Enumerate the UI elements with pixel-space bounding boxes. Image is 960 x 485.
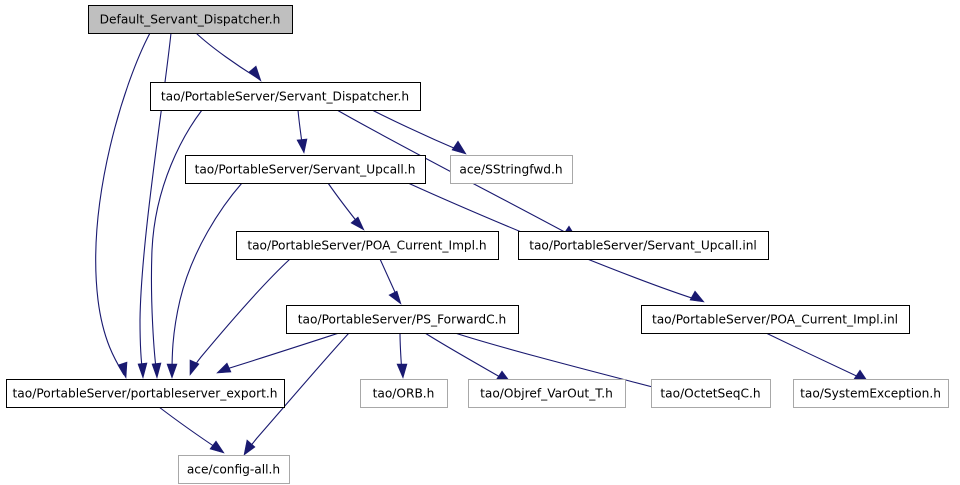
arrowhead-icon <box>396 363 408 379</box>
node-label: tao/ORB.h <box>373 387 435 401</box>
arrowhead-icon <box>388 290 402 305</box>
arrowhead-icon <box>209 440 225 454</box>
edge-line <box>765 332 866 381</box>
node-ps_forwardc_h[interactable]: tao/PortableServer/PS_ForwardC.h <box>286 305 519 334</box>
node-label: Default_Servant_Dispatcher.h <box>100 13 281 27</box>
arrowhead-icon <box>189 359 200 376</box>
edge-line <box>219 332 340 372</box>
edge-portableserver_export_h-to-config_all_h <box>158 406 225 454</box>
arrowhead-icon <box>166 363 178 379</box>
node-box[interactable] <box>178 455 290 484</box>
node-label: tao/PortableServer/PS_ForwardC.h <box>298 313 506 327</box>
edge-servant_dispatcher_h-to-sstringfwd_h <box>371 109 467 155</box>
edge-poa_current_impl_inl-to-systemexception_h <box>765 332 869 383</box>
edge-servant_upcall_h-to-portableserver_export_h <box>166 182 243 379</box>
arrowhead-icon <box>117 361 128 379</box>
node-servant_dispatcher_h[interactable]: tao/PortableServer/Servant_Dispatcher.h <box>150 82 421 111</box>
arrowhead-icon <box>689 290 705 303</box>
node-label: tao/Objref_VarOut_T.h <box>480 387 613 401</box>
arrowhead-icon <box>243 439 256 456</box>
edge-line <box>95 32 151 376</box>
node-box[interactable] <box>6 379 285 408</box>
node-box[interactable] <box>468 379 626 408</box>
node-poa_current_impl_h[interactable]: tao/PortableServer/POA_Current_Impl.h <box>236 231 499 260</box>
node-label: tao/OctetSeqC.h <box>660 387 760 401</box>
edge-ps_forwardc_h-to-config_all_h <box>243 332 350 456</box>
node-label: tao/PortableServer/Servant_Dispatcher.h <box>161 90 409 104</box>
edge-line <box>158 406 222 452</box>
node-label: ace/config-all.h <box>187 463 280 477</box>
edge-line <box>454 332 665 391</box>
node-sstringfwd_h[interactable]: ace/SStringfwd.h <box>450 155 573 184</box>
edge-default_servant_dispatcher_h-to-servant_dispatcher_h <box>195 32 262 82</box>
node-box[interactable] <box>286 305 519 334</box>
arrowhead-icon <box>350 216 365 231</box>
arrowhead-icon <box>151 362 162 380</box>
node-box[interactable] <box>518 231 769 260</box>
node-octetseqc_h[interactable]: tao/OctetSeqC.h <box>651 379 771 408</box>
node-layer: Default_Servant_Dispatcher.h tao/Portable… <box>6 5 949 484</box>
node-box[interactable] <box>651 379 771 408</box>
edge-default_servant_dispatcher_h-to-portableserver_export_h <box>95 32 151 379</box>
node-box[interactable] <box>641 305 910 334</box>
node-box[interactable] <box>185 155 426 184</box>
node-label: ace/SStringfwd.h <box>459 163 562 177</box>
arrowhead-icon <box>451 140 467 155</box>
edge-ps_forwardc_h-to-objref_varout_t_h <box>424 332 512 384</box>
node-portableserver_export_h[interactable]: tao/PortableServer/portableserver_export… <box>6 379 285 408</box>
edge-layer <box>95 32 869 456</box>
node-orb_h[interactable]: tao/ORB.h <box>360 379 448 408</box>
node-box[interactable] <box>150 82 421 111</box>
node-label: tao/SystemException.h <box>800 387 941 401</box>
node-servant_upcall_h[interactable]: tao/PortableServer/Servant_Upcall.h <box>185 155 426 184</box>
edge-poa_current_impl_h-to-ps_forwardc_h <box>379 258 402 305</box>
node-config_all_h[interactable]: ace/config-all.h <box>178 455 290 484</box>
node-box[interactable] <box>450 155 573 184</box>
node-label: tao/PortableServer/portableserver_export… <box>13 387 278 401</box>
edge-line <box>190 258 291 373</box>
edge-poa_current_impl_h-to-portableserver_export_h <box>189 258 291 376</box>
edge-servant_dispatcher_h-to-portableserver_export_h <box>150 109 203 380</box>
edge-ps_forwardc_h-to-portableserver_export_h <box>216 332 340 374</box>
arrowhead-icon <box>248 65 262 82</box>
edge-ps_forwardc_h-to-orb_h <box>396 332 408 379</box>
node-box[interactable] <box>793 379 949 408</box>
arrowhead-icon <box>137 362 148 380</box>
node-label: tao/PortableServer/POA_Current_Impl.h <box>247 239 486 253</box>
node-objref_varout_t_h[interactable]: tao/Objref_VarOut_T.h <box>468 379 626 408</box>
node-label: tao/PortableServer/POA_Current_Impl.inl <box>652 313 898 327</box>
node-default_servant_dispatcher_h[interactable]: Default_Servant_Dispatcher.h <box>88 5 293 34</box>
edge-line <box>150 109 203 376</box>
node-label: tao/PortableServer/Servant_Upcall.inl <box>529 239 757 253</box>
node-box[interactable] <box>236 231 499 260</box>
edge-servant_upcall_h-to-poa_current_impl_h <box>327 182 365 231</box>
node-systemexception_h[interactable]: tao/SystemException.h <box>793 379 949 408</box>
node-box[interactable] <box>360 379 448 408</box>
node-label: tao/PortableServer/Servant_Upcall.h <box>195 163 416 177</box>
edge-servant_dispatcher_h-to-servant_upcall_h <box>296 109 308 154</box>
arrowhead-icon <box>216 362 232 374</box>
edge-line <box>424 332 508 382</box>
edge-line <box>171 182 243 375</box>
node-poa_current_impl_inl[interactable]: tao/PortableServer/POA_Current_Impl.inl <box>641 305 910 334</box>
arrowhead-icon <box>296 138 308 154</box>
node-box[interactable] <box>88 5 293 34</box>
edge-line <box>371 109 464 153</box>
node-servant_upcall_inl[interactable]: tao/PortableServer/Servant_Upcall.inl <box>518 231 769 260</box>
